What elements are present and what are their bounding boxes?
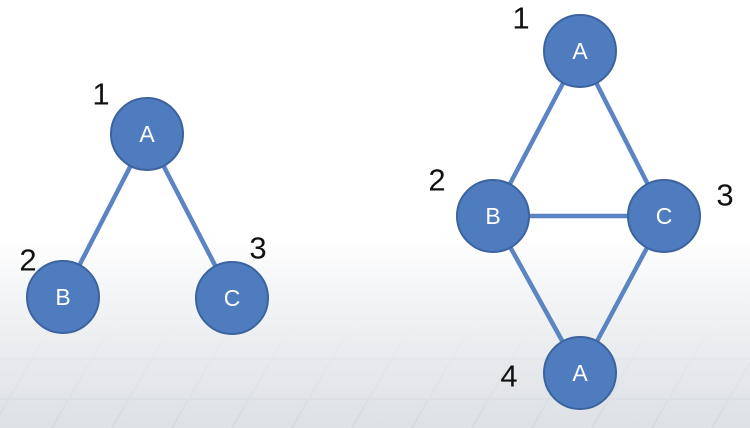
tree-order-c: 3 [249, 231, 266, 266]
graph-order-a-top: 1 [512, 1, 529, 36]
tree-order-b: 2 [19, 243, 36, 278]
graph-node-a-bottom: A [543, 336, 617, 410]
tree-diagram: A B C 1 2 3 [19, 77, 269, 335]
tree-order-a: 1 [92, 77, 109, 112]
graph-node-a-top-letter: A [572, 38, 588, 64]
graph-node-a-bottom-letter: A [572, 360, 588, 386]
tree-node-a: A [110, 97, 184, 171]
graph-order-c: 3 [716, 178, 733, 213]
graph-node-b: B [456, 179, 530, 253]
graph-order-a-bottom: 4 [500, 359, 517, 394]
graph-node-c: C [627, 179, 701, 253]
graph-node-b-letter: B [485, 203, 500, 229]
tree-node-b: B [26, 260, 100, 334]
graph-diagram: A B C A 1 2 3 4 [428, 1, 734, 410]
tree-node-c-letter: C [224, 285, 241, 311]
graph-node-a-top: A [543, 14, 617, 88]
graph-order-b: 2 [428, 163, 445, 198]
tree-node-a-letter: A [139, 121, 155, 147]
graph-node-c-letter: C [656, 203, 673, 229]
tree-node-c: C [195, 261, 269, 335]
tree-node-b-letter: B [55, 284, 70, 310]
